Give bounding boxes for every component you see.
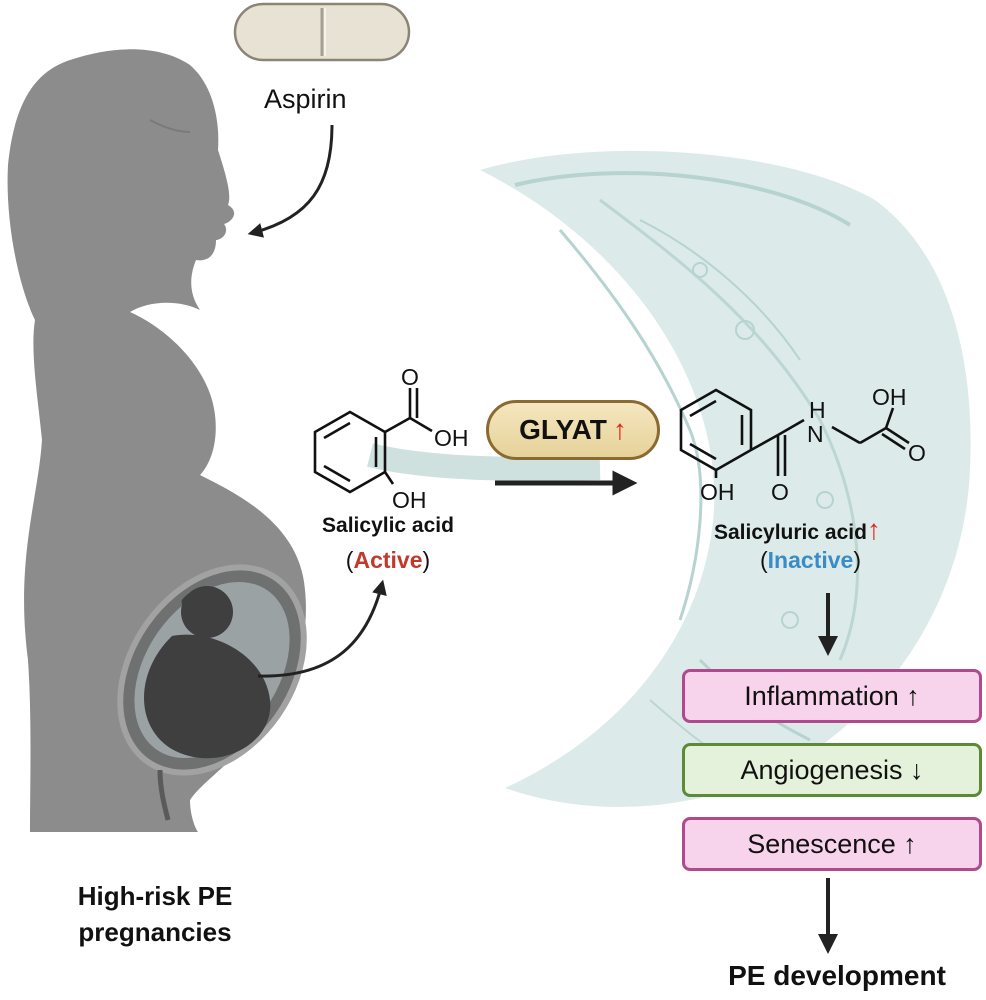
aspirin-to-mother-arrow [247,124,334,238]
aspirin-label: Aspirin [264,84,347,114]
active-state-word: Active [353,547,423,573]
state-close-paren: ) [853,547,861,573]
salicyluric-o-acid-atom: O [908,440,926,466]
effect-inflammation-box: Inflammation ↑ [682,669,982,723]
salicyluric-n-atom: N [807,421,824,447]
salicylic-oh-ring-atoms: OH [392,487,427,513]
salicylic-acid-state: (Active) [290,547,486,574]
salicylic-o-atom: O [401,364,419,390]
state-open-paren: ( [345,547,354,573]
salicyluric-acid-name: Salicyluric acid↑ [714,514,881,546]
glyat-enzyme-badge: GLYAT↑ [486,400,660,460]
salicylic-acid-structure [313,388,433,494]
salicylic-acid-name: Salicylic acid [322,514,454,537]
salicyluric-h-atom: H [809,397,826,423]
outcome-label: PE development [728,960,946,991]
glyat-increase-arrow: ↑ [612,414,627,445]
fetus-illustration [117,564,307,821]
salicyluric-increase-arrow: ↑ [866,514,881,545]
effect-angiogenesis-box: Angiogenesis ↓ [682,743,982,797]
inactive-state-word: Inactive [767,547,854,573]
aspirin-tablet-icon [233,2,411,62]
salicyluric-acid-state: (Inactive) [760,547,861,574]
effect-senescence-box: Senescence ↑ [682,817,982,871]
salicyluric-o-amide-atom: O [771,479,789,505]
salicyluric-acid-name-text: Salicyluric acid [714,521,867,544]
fetus-to-salicylic-arrow [257,579,387,678]
state-close-paren: ) [422,547,431,573]
salicylic-oh-acid-atoms: OH [434,425,469,451]
population-label: High-risk PE pregnancies [77,881,233,947]
effect-label: Senescence ↑ [747,828,917,859]
glyat-name: GLYAT [519,414,607,445]
state-open-paren: ( [760,547,768,573]
salicyluric-oh-ring-atoms: OH [700,479,735,505]
salicyluric-oh-acid-atoms: OH [872,384,907,410]
effect-label: Angiogenesis ↓ [740,754,924,785]
effect-label: Inflammation ↑ [744,680,920,711]
salicyluric-acid-structure [679,388,910,478]
